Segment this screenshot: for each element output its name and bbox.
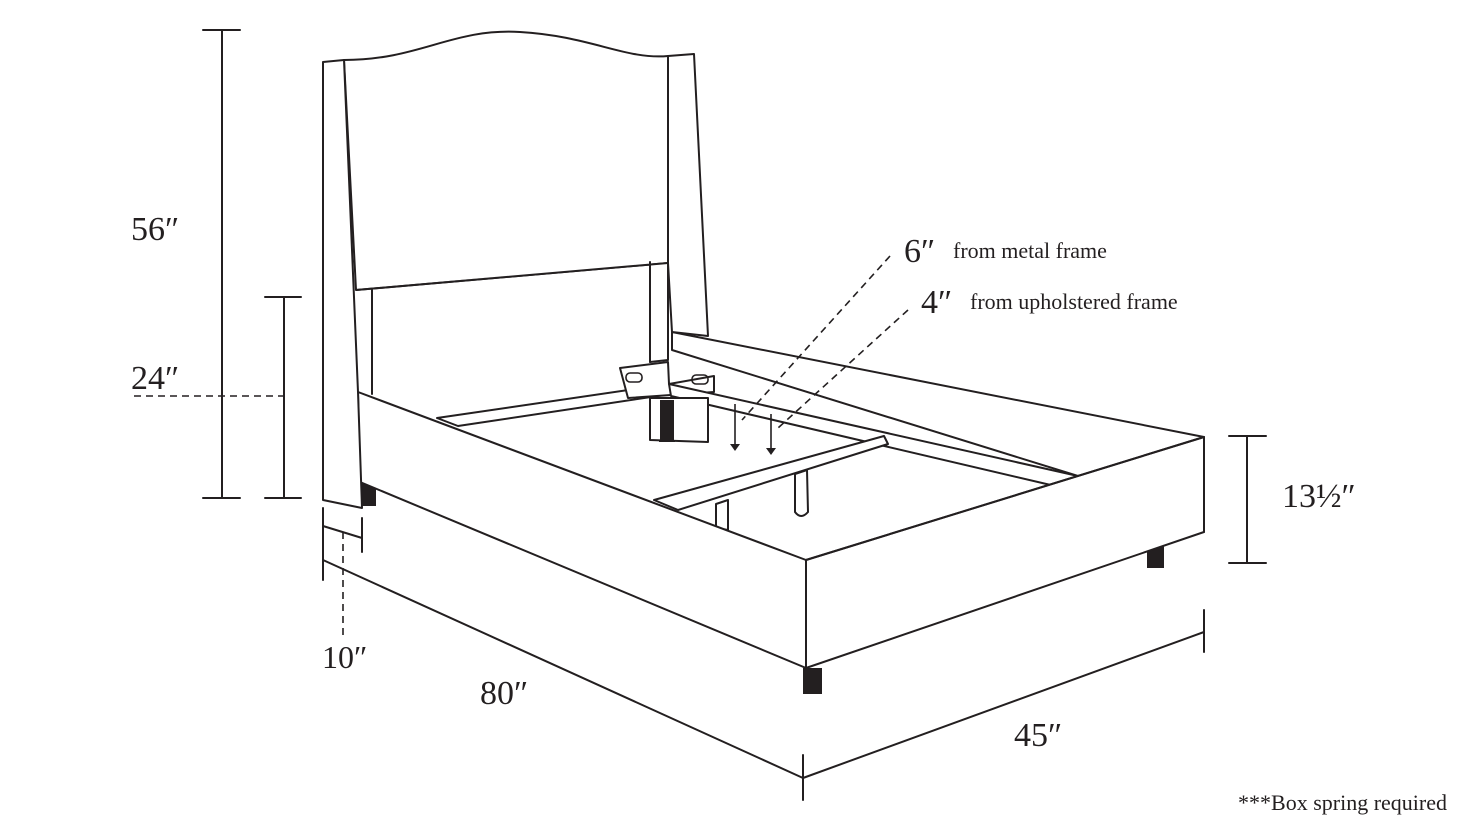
label-rail-height: 24″: [131, 360, 179, 397]
dim-45-line: [802, 631, 1205, 779]
label-metal-frame-text: from metal frame: [953, 238, 1107, 263]
left-rail: [357, 391, 807, 669]
center-support: [794, 469, 809, 517]
headboard-panel: [343, 30, 669, 291]
clearance-upholstered-arrowhead: [766, 448, 776, 455]
bracket-slot-right: [691, 374, 709, 385]
small-post: [715, 499, 729, 531]
footnote-box-spring: ***Box spring required: [1238, 790, 1447, 815]
clearance-upholstered-leader: [777, 309, 909, 429]
label-metal-frame-value: 6″: [904, 233, 935, 270]
dimension-labels: 56″ 24″ 10″ 80″ 45″ 13½″ 6″ from metal f…: [131, 211, 1447, 815]
label-upholstered-frame-value: 4″: [921, 284, 952, 321]
clearance-metal-leader: [741, 255, 891, 421]
rear-support-post: [660, 400, 674, 442]
clearance-metal-arrowhead: [730, 444, 740, 451]
label-upholstered-frame-text: from upholstered frame: [970, 289, 1178, 314]
label-width: 45″: [1014, 717, 1062, 754]
headboard: [322, 30, 709, 509]
rear-support: [649, 397, 709, 443]
label-headboard-height: 56″: [131, 211, 179, 248]
label-headboard-depth: 10″: [322, 639, 367, 675]
cross-slat: [653, 435, 889, 511]
label-box-height: 13½″: [1282, 478, 1356, 515]
foot-front-corner: [803, 668, 822, 694]
bracket-slot-left: [625, 372, 643, 383]
box-platform: [357, 331, 1205, 669]
inner-frame: [436, 361, 1079, 531]
label-length: 80″: [480, 675, 528, 712]
front-inner-edge: [805, 436, 1205, 561]
headboard-left-wing: [322, 59, 363, 509]
dim-80-line: [322, 559, 804, 779]
headboard-right-post: [667, 53, 709, 337]
dimension-lines: [134, 29, 1267, 801]
